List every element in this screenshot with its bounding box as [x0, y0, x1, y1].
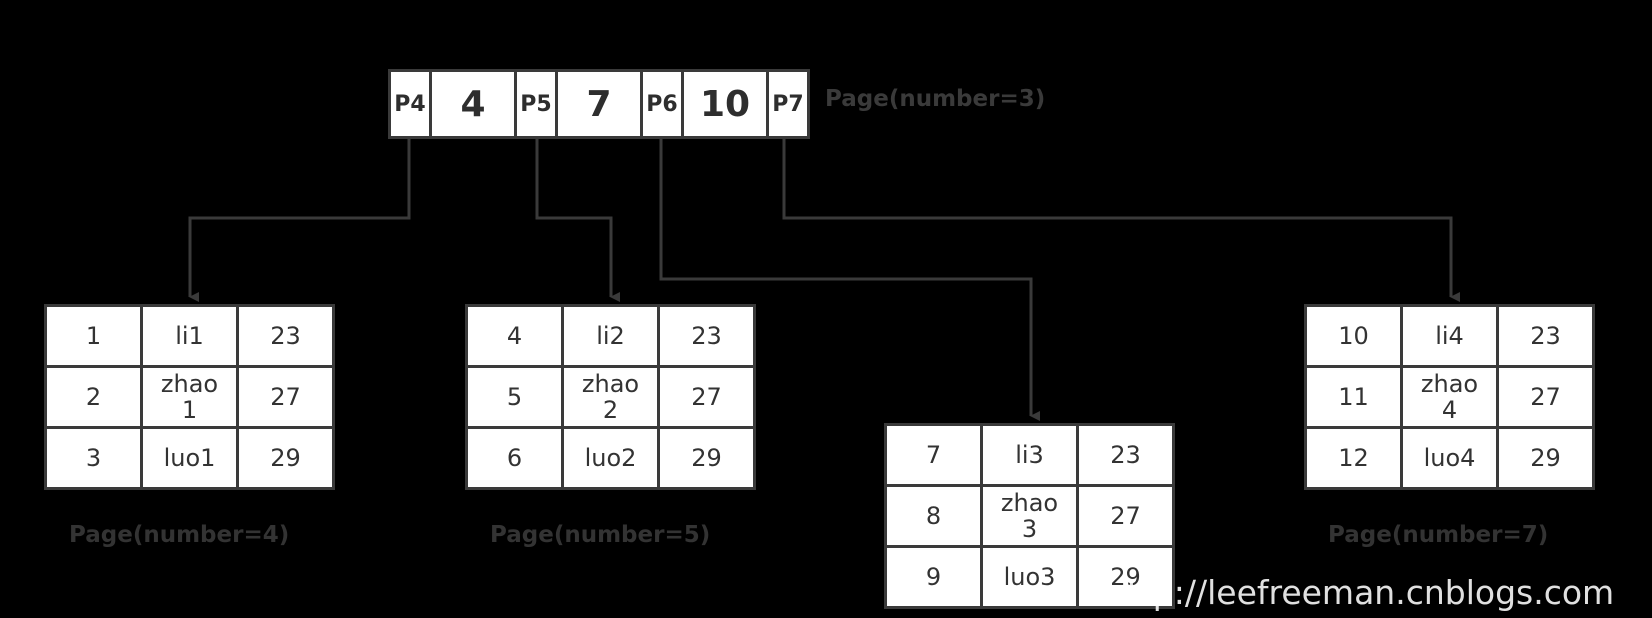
age-cell: 23	[660, 307, 753, 365]
pointer-cell: P6	[643, 72, 681, 136]
name-cell: zhao2	[564, 368, 657, 426]
id-cell: 5	[468, 368, 561, 426]
leaf-page-label: Page(number=4)	[69, 522, 290, 548]
key-cell: 7	[558, 72, 640, 136]
key-cell: 10	[684, 72, 766, 136]
name-cell: luo4	[1403, 429, 1496, 487]
age-cell: 29	[1079, 548, 1172, 606]
id-cell: 2	[47, 368, 140, 426]
age-cell: 29	[660, 429, 753, 487]
id-cell: 8	[887, 487, 980, 545]
watermark: http://leefreeman.cnblogs.com	[1106, 573, 1615, 612]
age-cell: 27	[1079, 487, 1172, 545]
age-cell: 23	[1079, 426, 1172, 484]
age-cell: 27	[660, 368, 753, 426]
pointer-cell: P4	[391, 72, 429, 136]
id-cell: 6	[468, 429, 561, 487]
name-cell: li1	[143, 307, 236, 365]
root-page-label: Page(number=3)	[825, 86, 1046, 112]
id-cell: 9	[887, 548, 980, 606]
leaf-page-label: Page(number=5)	[490, 522, 711, 548]
age-cell: 23	[239, 307, 332, 365]
id-cell: 3	[47, 429, 140, 487]
name-cell: li3	[983, 426, 1076, 484]
key-cell: 4	[432, 72, 514, 136]
name-cell: luo3	[983, 548, 1076, 606]
name-cell: zhao1	[143, 368, 236, 426]
pointer-cell: P5	[517, 72, 555, 136]
name-cell: li4	[1403, 307, 1496, 365]
id-cell: 10	[1307, 307, 1400, 365]
age-cell: 23	[1499, 307, 1592, 365]
age-cell: 27	[239, 368, 332, 426]
age-cell: 29	[1499, 429, 1592, 487]
name-cell: zhao4	[1403, 368, 1496, 426]
id-cell: 7	[887, 426, 980, 484]
id-cell: 12	[1307, 429, 1400, 487]
id-cell: 1	[47, 307, 140, 365]
pointer-arrow	[782, 135, 1460, 302]
name-cell: luo2	[564, 429, 657, 487]
name-cell: li2	[564, 307, 657, 365]
pointer-arrow	[659, 135, 1040, 421]
id-cell: 4	[468, 307, 561, 365]
leaf-page-label: Page(number=7)	[1328, 522, 1549, 548]
age-cell: 27	[1499, 368, 1592, 426]
id-cell: 11	[1307, 368, 1400, 426]
pointer-cell: P7	[769, 72, 807, 136]
pointer-arrow	[188, 135, 411, 302]
age-cell: 29	[239, 429, 332, 487]
name-cell: luo1	[143, 429, 236, 487]
name-cell: zhao3	[983, 487, 1076, 545]
pointer-arrow	[535, 135, 620, 302]
